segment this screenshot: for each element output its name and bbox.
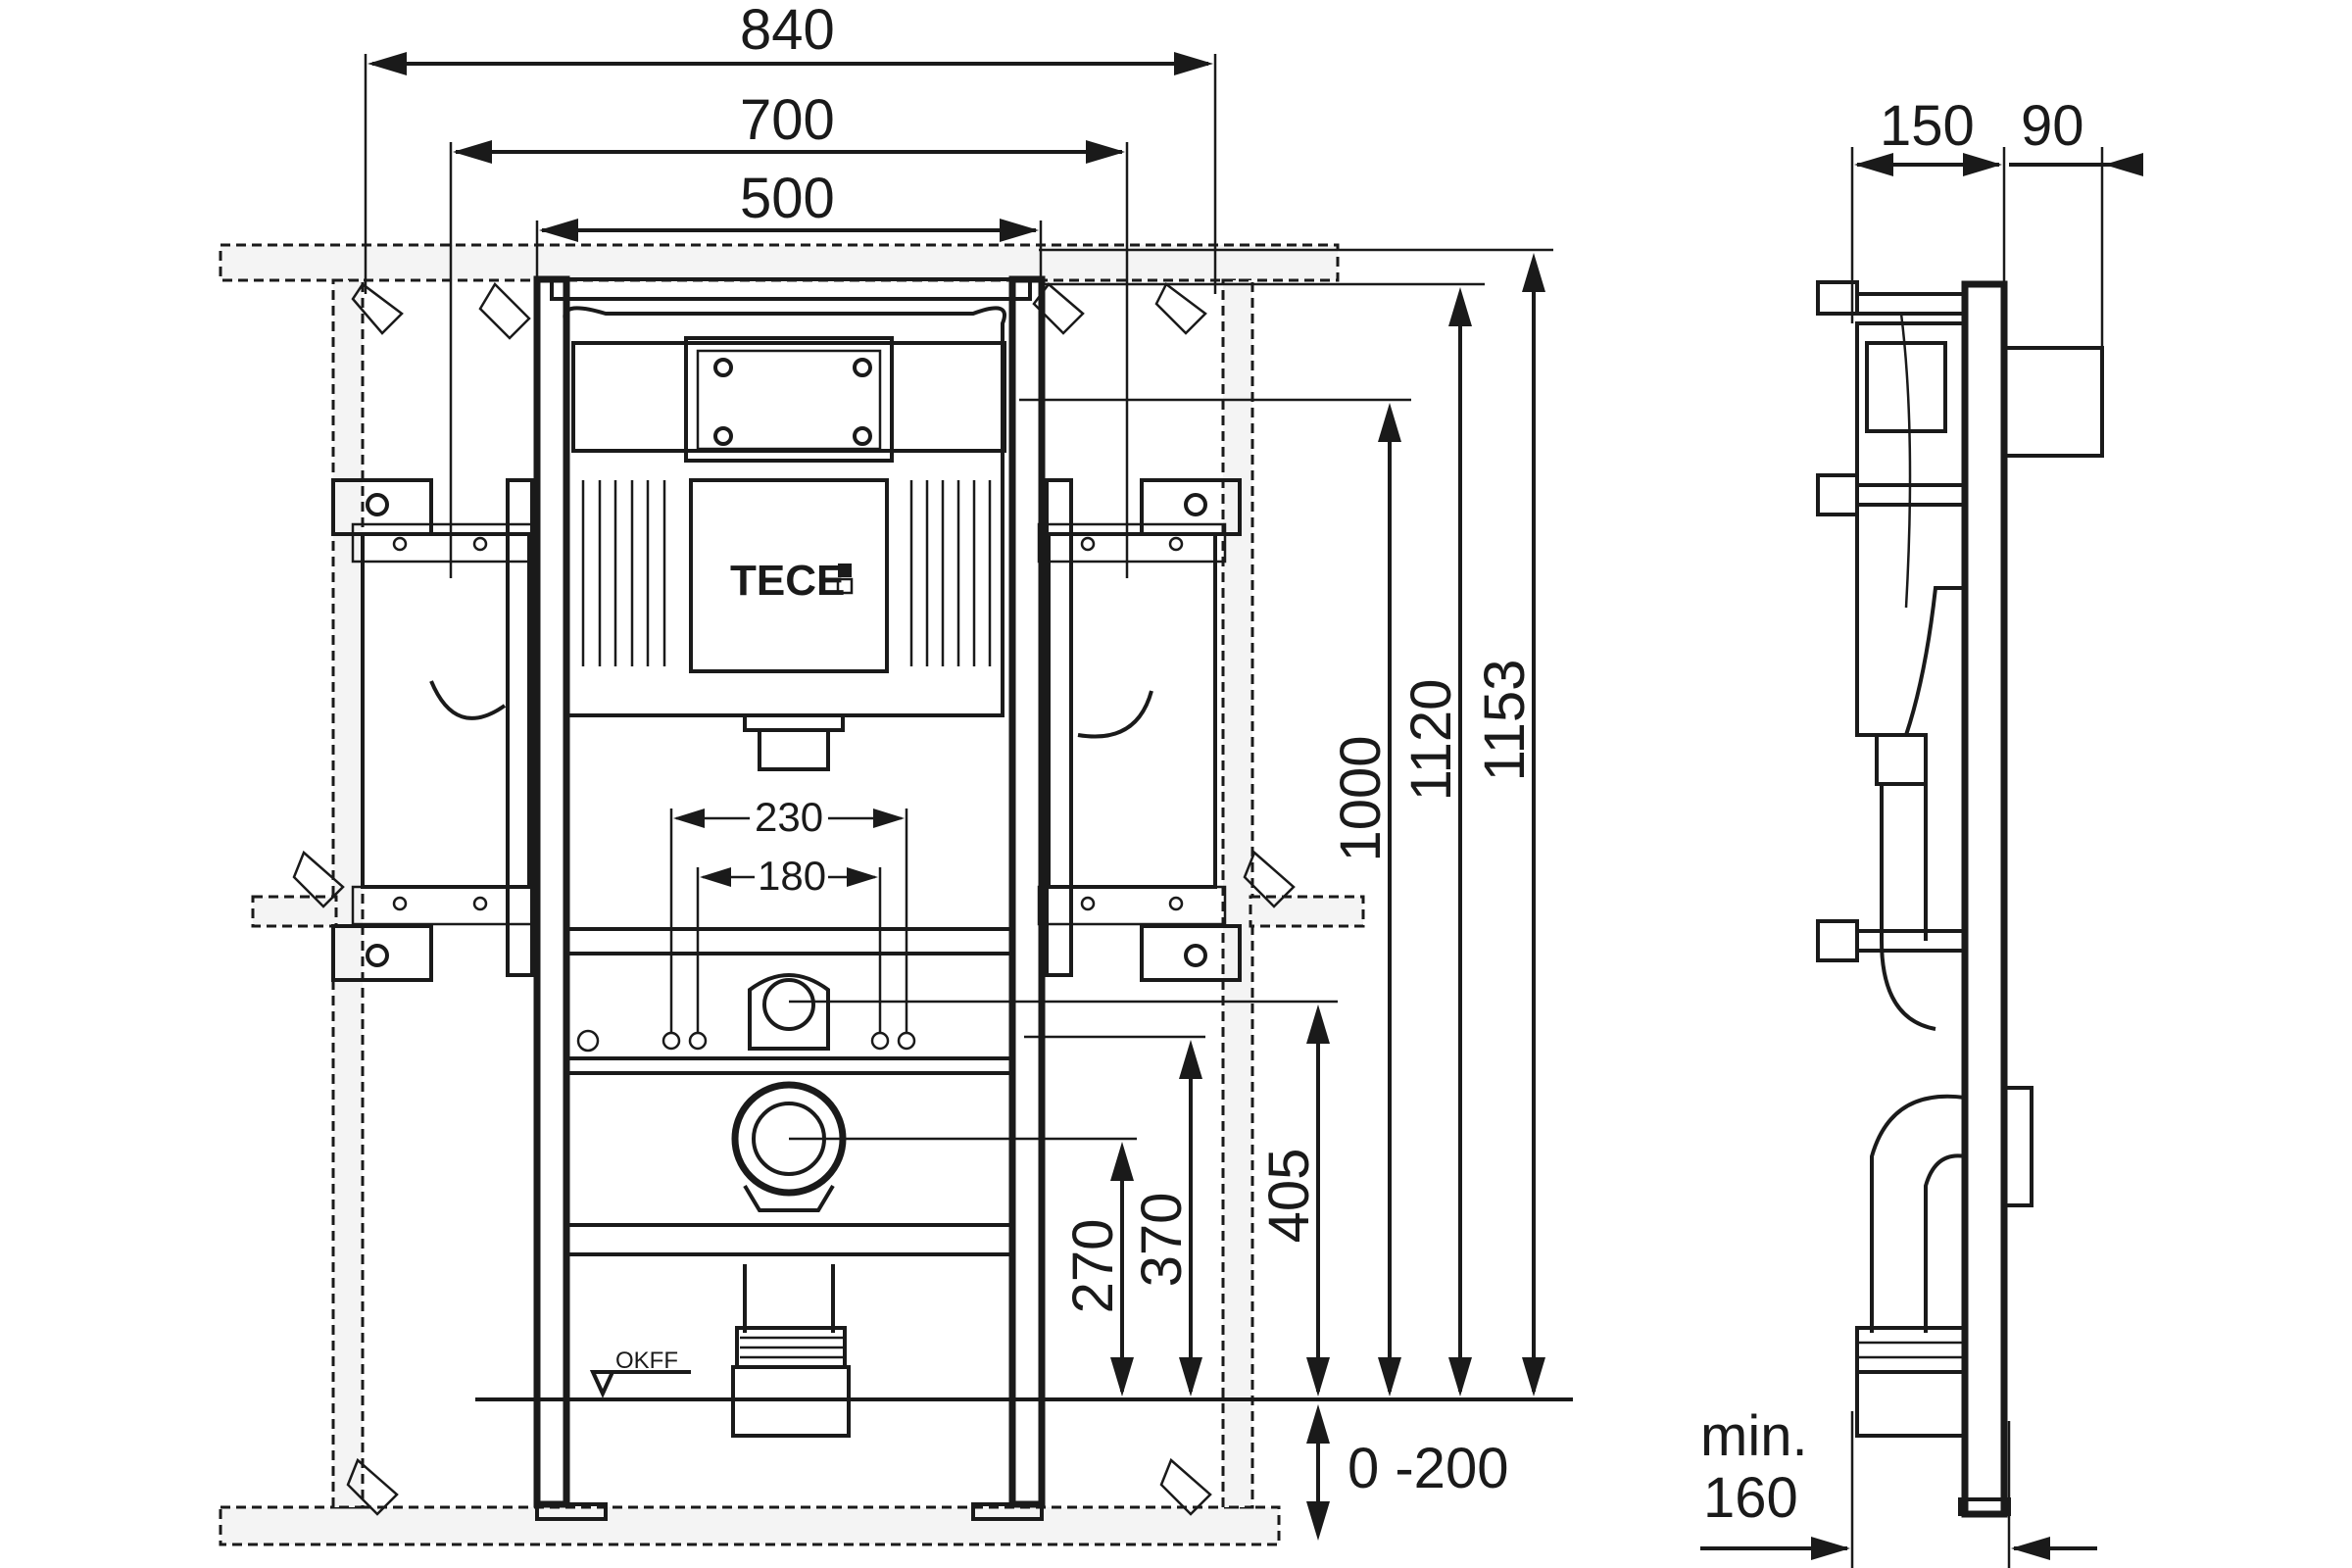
tece-logo: TECE [730,557,845,605]
dim-230: 230 [669,794,908,1034]
svg-text:0 -200: 0 -200 [1348,1437,1508,1500]
left-side-frame [361,532,531,889]
svg-text:min.: min. [1700,1404,1808,1468]
actuator-plate [684,336,894,463]
svg-text:1000: 1000 [1329,735,1393,861]
dim-1153: 1153 [1039,248,1553,1396]
svg-text:270: 270 [1061,1219,1125,1314]
dim-min-160: min. 160 [1700,1404,2097,1568]
dim-500: 500 [535,167,1043,279]
cistern-ribs [581,480,992,666]
side-brackets [1816,280,1967,962]
frame-right-upright [1008,275,1046,1508]
svg-text:405: 405 [1257,1149,1321,1244]
mounting-bolts [331,478,1242,982]
svg-text:180: 180 [758,853,826,899]
dim-405: 405 [789,1000,1338,1396]
svg-text:160: 160 [1703,1466,1798,1530]
side-mounting-rail [1961,280,2008,1518]
tece-logo-plate [689,478,889,673]
svg-text:500: 500 [740,167,835,230]
dim-180: 180 [696,853,882,1034]
dim-150: 150 [1850,94,2006,323]
right-side-frame [1047,532,1217,889]
dim-270: 270 [789,1137,1137,1396]
svg-text:1153: 1153 [1473,660,1537,782]
front-view: TECE [219,0,1573,1546]
dim-1000: 1000 [1019,398,1411,1396]
right-wall [1221,278,1254,1509]
dim-0-200: 0 -200 [1306,1404,1508,1541]
svg-text:90: 90 [2021,94,2084,158]
svg-text:150: 150 [1880,94,1975,158]
side-actuator-box [2002,346,2104,458]
side-drain-bend [1870,1094,1966,1333]
side-cistern [1855,321,1967,737]
left-wall [331,278,365,1509]
svg-text:700: 700 [740,88,835,152]
svg-text:840: 840 [740,0,835,62]
svg-text:1120: 1120 [1399,679,1463,802]
dim-370: 370 [1024,1035,1205,1396]
corner-brackets [292,281,1296,1516]
dim-90: 90 [2009,94,2143,348]
floor-label: OKFF [615,1348,678,1374]
svg-text:370: 370 [1130,1193,1194,1288]
cistern: TECE [563,306,1006,771]
water-inlet [576,973,916,1053]
svg-text:230: 230 [755,794,823,840]
dim-700: 700 [449,88,1129,578]
mid-floor-left [251,895,338,928]
dim-1120: 1120 [1039,282,1485,1396]
side-view: 150 90 min. 160 [1700,94,2143,1568]
frame-left-upright [533,275,570,1508]
drain-connection [731,1081,851,1438]
dim-840: 840 [364,0,1217,294]
floor-slab [219,1505,1281,1546]
